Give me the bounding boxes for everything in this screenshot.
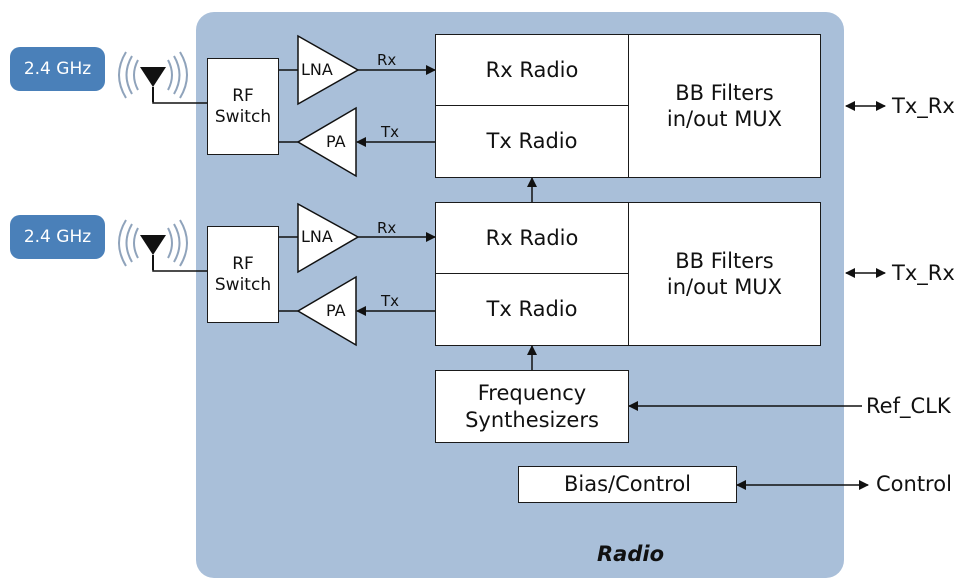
rx-radio-box: Rx Radio — [435, 202, 629, 274]
control-label: Control — [876, 472, 952, 496]
antenna-icon — [118, 51, 188, 102]
tx-radio-box: Tx Radio — [435, 273, 629, 346]
pa-label: PA — [326, 132, 346, 151]
lna-amplifier — [297, 202, 360, 274]
band-badge: 2.4 GHz — [10, 47, 105, 91]
lna-label: LNA — [301, 60, 333, 79]
rf-switch-box: RF Switch — [207, 58, 279, 155]
rx-signal-label: Rx — [377, 51, 397, 69]
bias-control-box: Bias/Control — [518, 466, 737, 503]
frequency-synthesizers-box: Frequency Synthesizers — [435, 370, 629, 443]
rx-signal-label: Rx — [377, 219, 397, 237]
lna-amplifier — [297, 34, 360, 106]
tx-radio-box: Tx Radio — [435, 105, 629, 178]
tx-signal-label: Tx — [381, 292, 400, 310]
rx-radio-box: Rx Radio — [435, 34, 629, 106]
bb-filters-box: BB Filters in/out MUX — [628, 34, 821, 178]
antenna-icon — [118, 219, 188, 270]
ref-clk-label: Ref_CLK — [866, 394, 951, 418]
tx-signal-label: Tx — [381, 123, 400, 141]
tx-rx-label: Tx_Rx — [892, 94, 955, 118]
bb-filters-box: BB Filters in/out MUX — [628, 202, 821, 346]
radio-title: Radio — [597, 542, 664, 566]
tx-rx-label: Tx_Rx — [892, 261, 955, 285]
pa-label: PA — [326, 301, 346, 320]
rf-switch-box: RF Switch — [207, 226, 279, 323]
lna-label: LNA — [301, 227, 333, 246]
band-badge: 2.4 GHz — [10, 215, 105, 259]
